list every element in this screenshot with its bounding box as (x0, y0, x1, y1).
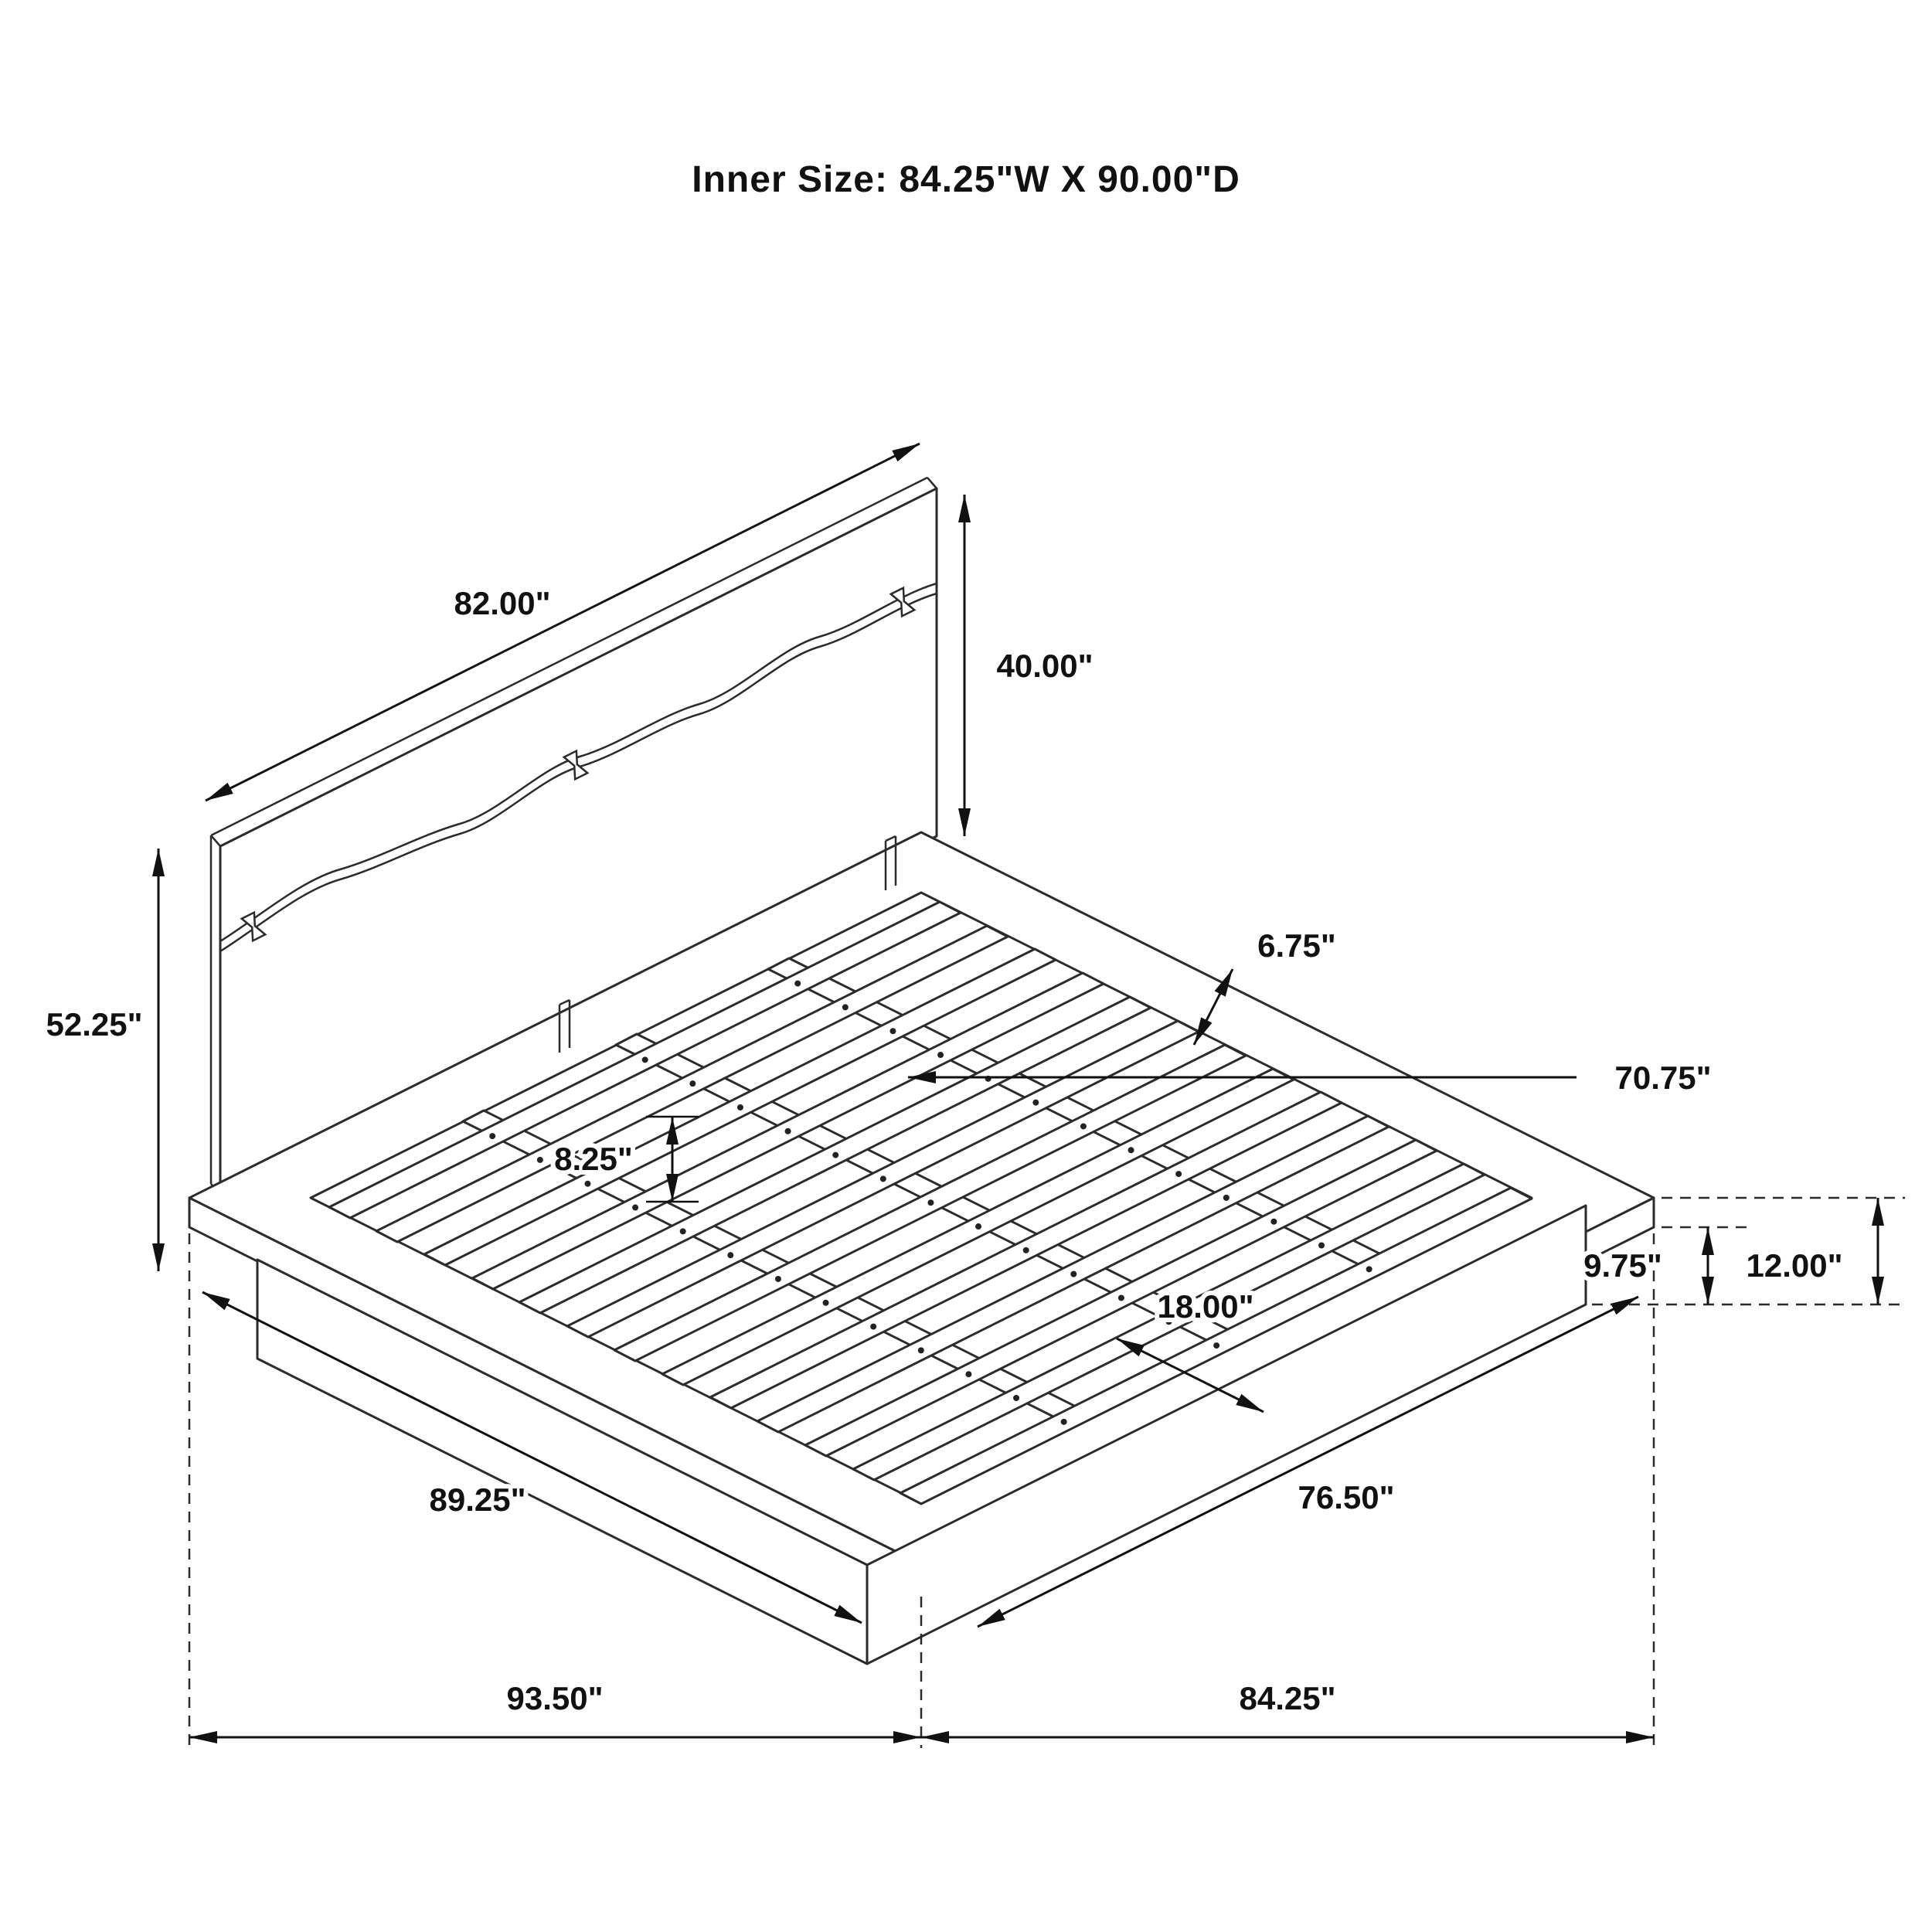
dim-rim-width-line (1192, 968, 1234, 1046)
screw-dot (822, 1299, 829, 1306)
dim-rail-spacing-label: 18.00" (1157, 1288, 1253, 1325)
screw-dot (1022, 1247, 1029, 1253)
dim-overall-depth-label: 93.50" (506, 1680, 603, 1716)
screw-dot (1060, 1418, 1067, 1425)
screw-dot (1270, 1218, 1277, 1225)
screw-dot (1223, 1194, 1230, 1201)
screw-dot (1070, 1270, 1077, 1277)
dim-support-height-label: 8.25" (554, 1141, 633, 1177)
screw-dot (1032, 1099, 1039, 1106)
back-post-left (558, 998, 571, 1053)
screw-dot (965, 1371, 972, 1378)
dim-side-rail-label: 89.25" (429, 1481, 526, 1518)
screw-dot (774, 1275, 781, 1282)
screw-dot (689, 1080, 696, 1087)
dim-base-height-label: 9.75" (1583, 1247, 1662, 1284)
dim-front-rail-line (977, 1295, 1639, 1628)
screw-dot (536, 1156, 543, 1163)
dim-front-rail-label: 76.50" (1298, 1479, 1394, 1515)
diagram-title: Inner Size: 84.25"W X 90.00"D (692, 159, 1240, 200)
screw-dot (794, 980, 801, 987)
screw-dot (937, 1052, 944, 1059)
screw-dot (784, 1128, 791, 1134)
dimension-labels: 82.00" 40.00" 52.25" 6.75" 70.75" 8.25" … (41, 580, 1847, 1721)
dimension-lines (152, 442, 1884, 1743)
screw-dot (641, 1056, 648, 1063)
screw-dot (584, 1180, 591, 1187)
dim-side-rail-line (202, 1291, 862, 1624)
dim-headboard-total-height-label: 52.25" (46, 1006, 142, 1043)
screw-dot (870, 1323, 877, 1330)
screw-dot (1175, 1171, 1182, 1178)
screw-dot (679, 1228, 686, 1235)
dim-headboard-width-label: 82.00" (454, 585, 550, 621)
screw-dot (1080, 1123, 1087, 1130)
screw-dot (632, 1204, 639, 1211)
screw-dot (1213, 1342, 1220, 1349)
dim-platform-height-label: 12.00" (1746, 1247, 1842, 1284)
dim-headboard-panel-height-label: 40.00" (996, 648, 1093, 684)
screw-dot (1366, 1266, 1372, 1273)
screw-dot (736, 1104, 743, 1111)
dim-slat-length-label: 70.75" (1614, 1060, 1711, 1096)
back-post-right (884, 835, 897, 890)
bowtie-inlay-1 (240, 910, 267, 943)
screw-dot (1128, 1147, 1134, 1154)
screw-dot (489, 1133, 496, 1140)
screw-dot (917, 1347, 924, 1354)
screw-dot (1318, 1242, 1325, 1249)
screw-dot (927, 1199, 934, 1206)
dim-overall-width-label: 84.25" (1239, 1680, 1335, 1716)
screw-dot (889, 1028, 896, 1035)
screw-dot (727, 1252, 734, 1259)
screw-dot (879, 1175, 886, 1182)
screw-dot (975, 1223, 982, 1230)
screw-dot (1013, 1395, 1020, 1402)
screw-dot (832, 1151, 839, 1158)
screw-dot (1117, 1294, 1124, 1301)
screw-dot (842, 1004, 849, 1011)
dim-headboard-width-line (205, 442, 920, 802)
dim-rim-width-label: 6.75" (1257, 927, 1336, 964)
